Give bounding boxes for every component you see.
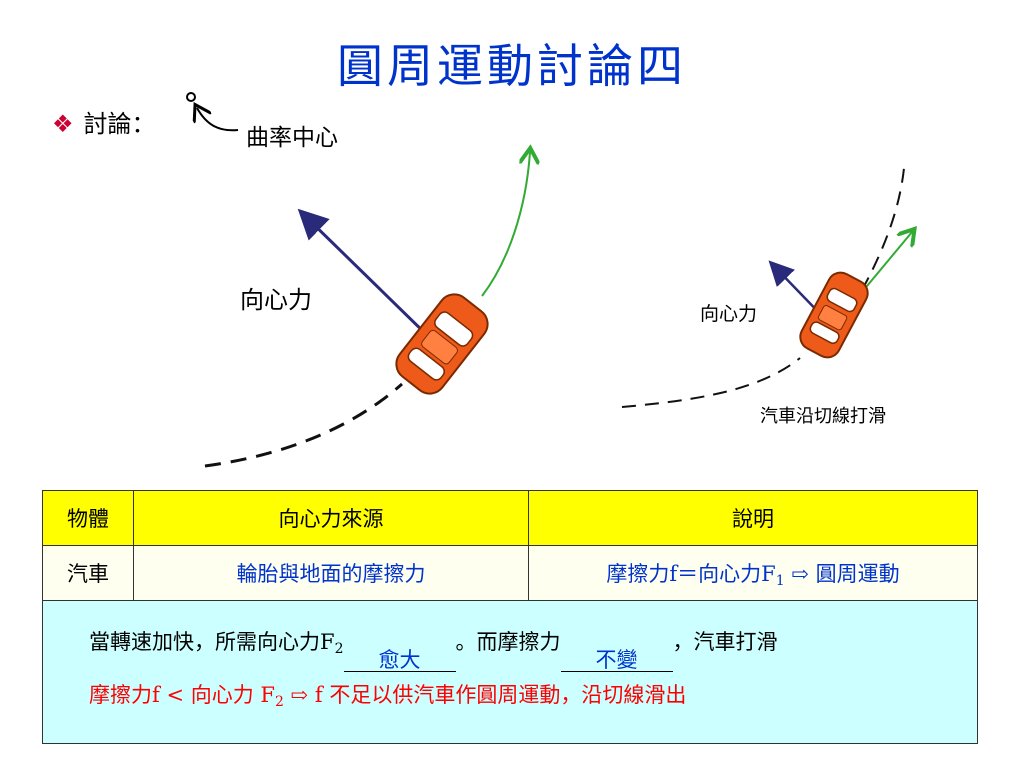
diamond-bullet-icon: ❖	[52, 110, 74, 138]
desc-pre: 摩擦力f＝向心力F	[606, 561, 776, 586]
right-force-label: 向心力	[700, 304, 758, 325]
right-path-continuation	[861, 167, 905, 291]
header-description: 說明	[528, 490, 978, 546]
note-p1-subscript: 2	[334, 641, 344, 657]
header-object: 物體	[42, 490, 134, 546]
note-p1: 當轉速加快，所需向心力F	[89, 630, 335, 654]
curvature-center-dot	[186, 92, 196, 102]
circular-motion-diagram	[186, 92, 1024, 468]
table-row: 汽車 輪胎與地面的摩擦力 摩擦力f＝向心力F1 ⇨ 圓周運動	[42, 545, 978, 601]
cell-description: 摩擦力f＝向心力F1 ⇨ 圓周運動	[528, 545, 978, 601]
page-title: 圓周運動討論四	[337, 39, 687, 93]
left-centripetal-arrow	[297, 208, 434, 342]
note-l2-subscript: 2	[274, 694, 284, 710]
curvature-center-label: 曲率中心	[246, 124, 338, 150]
discussion-bullet: ❖ 討論：	[52, 104, 156, 139]
note-line-2: 摩擦力f < 向心力 F2 ⇨ f 不足以供汽車作圓周運動，沿切線滑出	[89, 672, 976, 725]
right-car	[799, 271, 869, 359]
answer-blank-1: 愈大	[343, 649, 456, 672]
discussion-label: 討論：	[83, 110, 156, 138]
right-velocity-arrow	[861, 232, 912, 293]
left-force-label: 向心力	[240, 287, 312, 314]
desc-post: 圓周運動	[815, 561, 900, 586]
left-velocity-arrow	[481, 152, 530, 297]
left-car	[395, 293, 489, 395]
left-circular-path	[204, 382, 403, 468]
note-l2-a: 摩擦力f < 向心力 F	[89, 683, 275, 707]
cell-object: 汽車	[42, 545, 134, 601]
right-circular-path	[621, 357, 801, 408]
desc-subscript: 1	[775, 572, 785, 589]
right-arrow-icon: ⇨	[290, 683, 309, 707]
cell-source: 輪胎與地面的摩擦力	[133, 545, 529, 601]
note-p2: 。而摩擦力	[455, 630, 561, 654]
skid-caption: 汽車沿切線打滑	[760, 406, 886, 427]
right-arrow-icon: ⇨	[791, 561, 809, 586]
info-table: 物體 向心力來源 說明 汽車 輪胎與地面的摩擦力 摩擦力f＝向心力F1 ⇨ 圓周…	[42, 490, 978, 744]
note-p3: ，汽車打滑	[672, 630, 778, 654]
table-header-row: 物體 向心力來源 說明	[42, 490, 978, 546]
center-pointer-arrow	[197, 108, 239, 132]
header-source: 向心力來源	[133, 490, 529, 546]
answer-blank-2: 不變	[560, 649, 673, 672]
note-l2-b: f 不足以供汽車作圓周運動，沿切線滑出	[314, 683, 687, 707]
